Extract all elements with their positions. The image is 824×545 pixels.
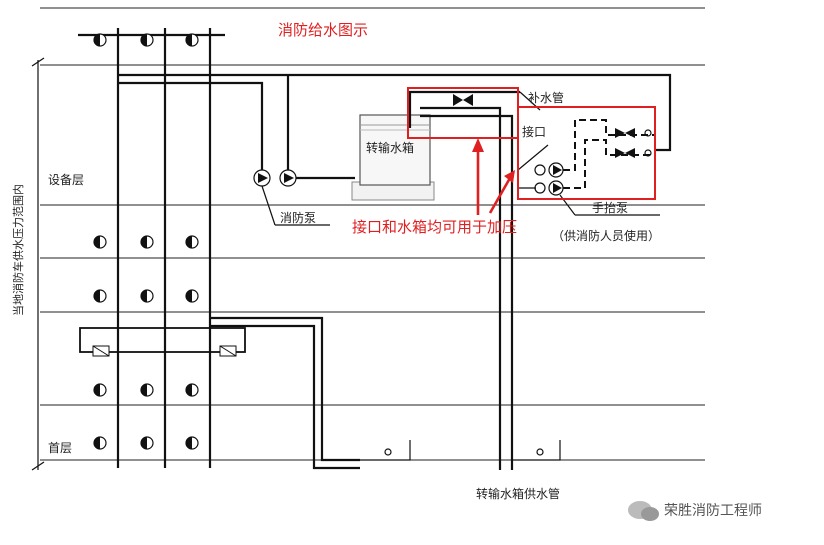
fire-pump-leader [261, 185, 276, 226]
fire-pump-label: 消防泵 [280, 210, 316, 225]
hydrant-symbols [93, 33, 199, 450]
hand-pump-label: 手抬泵 [592, 201, 628, 215]
vertical-note: 当地消防车供水压力范围内 [11, 184, 25, 316]
floor-lines [40, 7, 705, 461]
hydrant-icon [93, 289, 107, 303]
hydrant-icon [93, 383, 107, 397]
hand-pump-valves [615, 128, 652, 158]
connector-label: 接口 [522, 124, 546, 139]
hand-pump-note: （供消防人员使用） [552, 228, 660, 243]
hydrant-icon [185, 235, 199, 249]
transfer-tank-label: 转输水箱 [366, 140, 414, 155]
annotation-arrows [472, 138, 515, 215]
riser-pipes [78, 28, 225, 468]
pressure-range-dimension [31, 57, 45, 471]
hydrant-icon [140, 383, 154, 397]
makeup-pipe-label: 补水管 [528, 90, 564, 105]
hydrant-icon [185, 383, 199, 397]
hydrant-icon [185, 33, 199, 47]
hydrant-icon [93, 33, 107, 47]
top-main-pipe [118, 73, 672, 170]
watermark-text: 荣胜消防工程师 [664, 503, 762, 519]
annotation-text: 接口和水箱均可用于加压 [352, 218, 517, 236]
transfer-tank [351, 90, 520, 201]
supply-pipe-label: 转输水箱供水管 [476, 486, 560, 501]
hydrant-icon [185, 436, 199, 450]
hydrant-icon [185, 289, 199, 303]
connector-highlight-box [517, 106, 656, 200]
diagram-title: 消防给水图示 [278, 21, 368, 39]
connector-group [517, 119, 655, 196]
hydrant-icon [140, 33, 154, 47]
inlet-valve-icon [360, 440, 561, 461]
pressure-reducing-box [79, 316, 360, 470]
hydrant-icon [140, 436, 154, 450]
fire-pump-icon [253, 169, 355, 187]
hydrant-icon [140, 289, 154, 303]
hydrant-icon [93, 235, 107, 249]
ground-floor-label: 首层 [48, 441, 72, 455]
equipment-floor-label: 设备层 [48, 173, 84, 187]
hydrant-icon [93, 436, 107, 450]
hydrant-icon [140, 235, 154, 249]
wechat-icon [628, 501, 659, 521]
